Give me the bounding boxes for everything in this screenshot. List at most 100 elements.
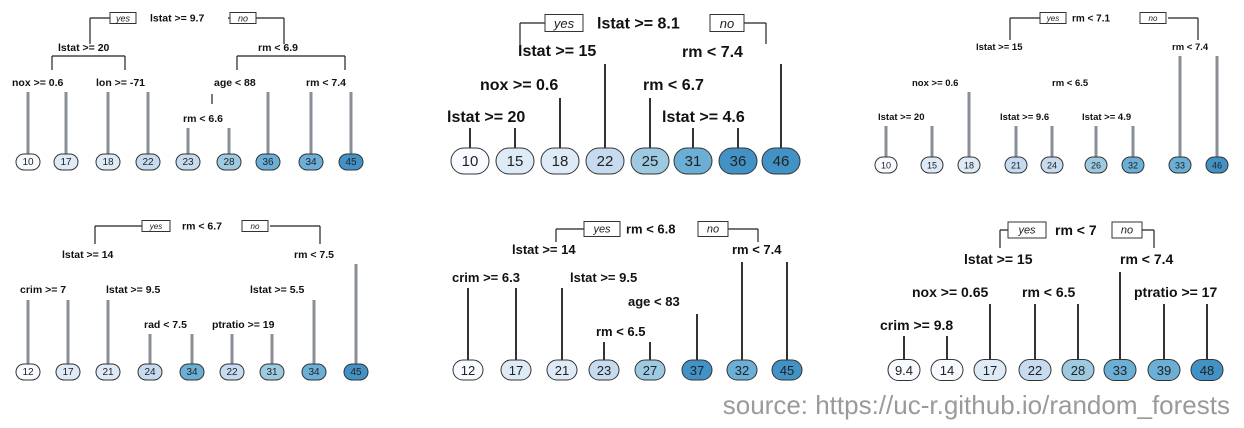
split-label: lstat >= 9.6 bbox=[1000, 112, 1049, 123]
split-label: lstat >= 20 bbox=[447, 109, 525, 126]
yes-box bbox=[109, 12, 137, 24]
leaf-node bbox=[1018, 359, 1052, 381]
no-box bbox=[1111, 221, 1143, 239]
no-box bbox=[709, 14, 745, 32]
leaf-value: 14 bbox=[940, 363, 954, 378]
leaf-value: 45 bbox=[780, 363, 794, 378]
yes-label: yes bbox=[592, 224, 611, 236]
leaf-value: 10 bbox=[22, 157, 34, 168]
leaf-node bbox=[1103, 359, 1137, 381]
leaf-value: 22 bbox=[1028, 363, 1042, 378]
split-label: nox >= 0.6 bbox=[912, 78, 958, 89]
split-label: rm < 7.5 bbox=[294, 249, 334, 261]
leaf-node bbox=[718, 147, 758, 175]
split-label-root: rm < 6.8 bbox=[626, 222, 676, 237]
leaf-value: 33 bbox=[1175, 161, 1185, 171]
yes-box bbox=[141, 220, 171, 232]
leaf-value: 32 bbox=[735, 363, 749, 378]
split-label: lstat >= 14 bbox=[512, 242, 576, 257]
leaf-node bbox=[175, 153, 201, 171]
leaf-value: 46 bbox=[773, 153, 790, 170]
yes-label: yes bbox=[553, 16, 575, 31]
leaf-value: 21 bbox=[555, 363, 569, 378]
leaf-node bbox=[1147, 359, 1181, 381]
leaf-value: 31 bbox=[685, 153, 702, 170]
split-label: age < 83 bbox=[628, 294, 680, 309]
split-label: rm < 7.4 bbox=[732, 242, 782, 257]
leaf-value: 34 bbox=[308, 367, 320, 378]
split-label: rm < 6.6 bbox=[183, 113, 223, 125]
leaf-value: 33 bbox=[1113, 363, 1127, 378]
leaf-node bbox=[95, 363, 121, 381]
leaf-node bbox=[137, 363, 163, 381]
split-label-root: rm < 7.1 bbox=[1072, 14, 1111, 25]
split-label: rad < 7.5 bbox=[144, 319, 187, 331]
split-label: lstat >= 15 bbox=[518, 43, 596, 60]
split-label-root: lstat >= 9.7 bbox=[150, 13, 204, 25]
leaf-value: 28 bbox=[1071, 363, 1085, 378]
leaf-node bbox=[255, 153, 281, 171]
leaf-value: 32 bbox=[1128, 161, 1138, 171]
split-label: rm < 7.4 bbox=[306, 77, 346, 89]
leaf-value: 10 bbox=[462, 153, 479, 170]
leaf-value: 22 bbox=[226, 367, 238, 378]
leaf-node bbox=[585, 147, 625, 175]
split-label: rm < 7.4 bbox=[1120, 251, 1174, 267]
leaf-node bbox=[930, 359, 964, 381]
leaf-node bbox=[1004, 156, 1028, 174]
split-label-root: rm < 7 bbox=[1055, 222, 1097, 238]
leaf-value: 18 bbox=[102, 157, 114, 168]
leaf-node bbox=[920, 156, 944, 174]
yes-box bbox=[1007, 221, 1047, 239]
split-label: rm < 6.9 bbox=[258, 42, 298, 54]
leaf-node bbox=[298, 153, 324, 171]
tree-edge bbox=[555, 228, 759, 242]
split-label: lstat >= 9.5 bbox=[570, 270, 637, 285]
split-label: lstat >= 15 bbox=[976, 42, 1023, 53]
leaf-node bbox=[887, 359, 921, 381]
leaf-value: 26 bbox=[1091, 161, 1101, 171]
split-label: rm < 7.4 bbox=[682, 44, 743, 61]
tree-edge bbox=[999, 229, 1155, 248]
leaf-value: 9.4 bbox=[895, 363, 913, 378]
leaf-value: 18 bbox=[964, 161, 974, 171]
split-label: rm < 6.5 bbox=[1052, 78, 1089, 89]
split-label: crim >= 6.3 bbox=[452, 270, 520, 285]
leaf-node bbox=[452, 359, 484, 381]
leaf-value: 25 bbox=[642, 153, 659, 170]
leaf-value: 36 bbox=[730, 153, 747, 170]
leaf-value: 39 bbox=[1157, 363, 1171, 378]
no-label: no bbox=[1149, 14, 1158, 23]
split-label: lstat >= 5.5 bbox=[250, 284, 304, 296]
leaf-value: 12 bbox=[461, 363, 475, 378]
leaf-node bbox=[95, 153, 121, 171]
tree-edge bbox=[519, 22, 767, 44]
yes-label: yes bbox=[1046, 14, 1059, 23]
leaf-value: 45 bbox=[350, 367, 362, 378]
leaf-node bbox=[540, 147, 580, 175]
leaf-value: 21 bbox=[102, 367, 114, 378]
leaf-node bbox=[55, 363, 81, 381]
leaf-value: 23 bbox=[182, 157, 194, 168]
leaf-node bbox=[1040, 156, 1064, 174]
tree-edge bbox=[51, 55, 346, 70]
no-label: no bbox=[238, 14, 248, 24]
leaf-node bbox=[634, 359, 666, 381]
split-label: ptratio >= 19 bbox=[212, 319, 275, 331]
leaf-value: 15 bbox=[927, 161, 937, 171]
leaf-value: 12 bbox=[22, 367, 34, 378]
no-box bbox=[697, 221, 729, 237]
leaf-node bbox=[15, 363, 41, 381]
source-caption: source: https://uc-r.github.io/random_fo… bbox=[722, 390, 1230, 420]
leaf-value: 37 bbox=[690, 363, 704, 378]
leaf-value: 28 bbox=[223, 157, 235, 168]
split-label: nox >= 0.6 bbox=[12, 77, 64, 89]
leaf-node bbox=[588, 359, 620, 381]
leaf-node bbox=[761, 147, 801, 175]
tree-edge bbox=[94, 225, 321, 244]
leaf-value: 27 bbox=[643, 363, 657, 378]
tree-edge bbox=[1009, 17, 1199, 40]
leaf-node bbox=[135, 153, 161, 171]
leaf-node bbox=[1190, 359, 1224, 381]
